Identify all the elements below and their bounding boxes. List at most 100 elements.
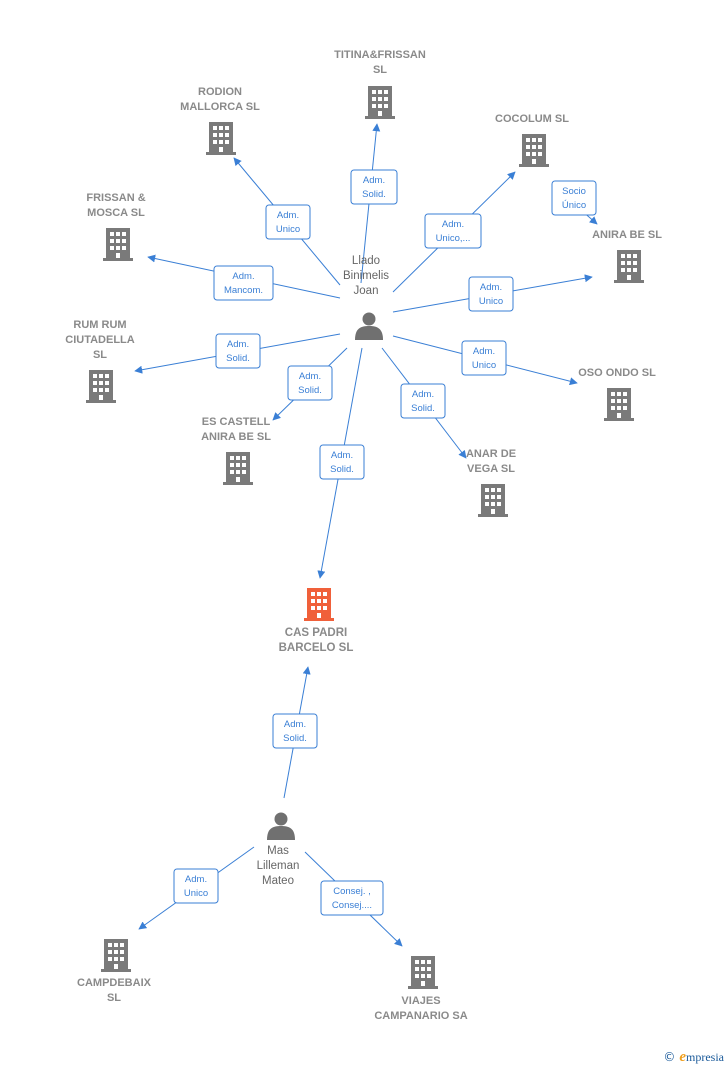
relation-label-box (319, 444, 365, 480)
relation-label-box (213, 265, 274, 301)
company-name-line: SL (93, 349, 107, 361)
company-node-cocolum[interactable]: COCOLUM SL (495, 113, 569, 167)
relation-label-text: Adm. (227, 339, 249, 350)
company-name-line: CAMPDEBAIX (77, 977, 152, 989)
relation-label-text: Solid. (362, 189, 386, 200)
company-node-titina[interactable]: TITINA&FRISSAN SL (334, 49, 426, 119)
company-name-line: RODION (198, 86, 242, 98)
company-node-frissan[interactable]: FRISSAN &MOSCA SL (86, 192, 146, 261)
relation-mas-viajes[interactable]: Consej. , Consej.... (304, 851, 403, 947)
relation-llado-titina[interactable]: Adm. Solid. (350, 123, 398, 284)
relation-label-text: Único (562, 200, 586, 211)
person-icon (267, 812, 295, 840)
building-icon (86, 370, 116, 403)
relation-label-box (350, 169, 398, 205)
company-name-line: VIAJES (401, 995, 440, 1007)
building-icon (408, 956, 438, 989)
relation-llado-anira[interactable]: Adm. Unico (392, 274, 593, 313)
company-node-anira[interactable]: ANIRA BE SL (592, 229, 662, 283)
company-name-line: TITINA&FRISSAN (334, 49, 426, 61)
relation-label-text: Unico (276, 224, 300, 235)
person-icon (355, 312, 383, 340)
person-name-line: Binimelis (343, 270, 389, 282)
relation-llado-rodion[interactable]: Adm. Unico (233, 157, 341, 286)
company-name-line: CIUTADELLA (65, 334, 135, 346)
building-icon (101, 939, 131, 972)
empresia-watermark[interactable]: ©empresia (663, 1049, 724, 1066)
relation-label-box (215, 333, 261, 369)
relation-llado-caspadri[interactable]: Adm. Solid. (317, 347, 365, 579)
relation-llado-oso[interactable]: Adm. Unico (392, 335, 578, 386)
building-icon (223, 452, 253, 485)
relation-label-text: Adm. (363, 175, 385, 186)
building-icon-highlighted (304, 588, 334, 621)
company-name-line: BARCELO SL (279, 642, 354, 654)
building-icon (103, 228, 133, 261)
relation-label-text: Socio (562, 186, 586, 197)
relation-label-text: Solid. (330, 464, 354, 475)
company-name-line: ANAR DE (466, 448, 516, 460)
relation-label-text: Adm. (480, 282, 502, 293)
relation-label-box (320, 880, 384, 916)
relation-label-text: Unico (479, 296, 503, 307)
company-name-line: COCOLUM SL (495, 113, 569, 125)
person-name-line: Lilleman (257, 860, 300, 872)
nodes-layer: LladoBinimelisJoanMasLillemanMateoTITINA… (65, 49, 662, 1022)
relation-label-box (468, 276, 514, 312)
relation-label-box (424, 213, 482, 249)
relation-llado-cocolum[interactable]: Adm. Unico,... (392, 171, 516, 293)
person-name-line: Mateo (262, 875, 294, 887)
relation-label-text: Adm. (232, 271, 254, 282)
relation-label-text: Consej. , (333, 886, 371, 897)
building-icon (206, 122, 236, 155)
company-name-line: SL (373, 64, 387, 76)
company-node-campdebaix[interactable]: CAMPDEBAIX SL (77, 939, 152, 1004)
relation-llado-anar[interactable]: Adm. Solid. (381, 347, 467, 459)
relation-label-text: Unico (472, 360, 496, 371)
relation-llado-rumrum[interactable]: Adm. Solid. (134, 333, 341, 374)
company-node-oso[interactable]: OSO ONDO SL (578, 367, 656, 421)
relation-label-text: Mancom. (224, 285, 263, 296)
company-name-line: MALLORCA SL (180, 101, 260, 113)
relation-label-box (272, 713, 318, 749)
relation-llado-escastell[interactable]: Adm.Solid. (272, 347, 348, 421)
building-icon (519, 134, 549, 167)
building-icon (614, 250, 644, 283)
relation-label-text: Adm. (277, 210, 299, 221)
relation-label-text: Adm. (412, 389, 434, 400)
relation-label-text: Consej.... (332, 900, 372, 911)
company-node-rodion[interactable]: RODION MALLORCA SL (180, 86, 260, 155)
relation-mas-campdebaix[interactable]: Adm.Unico (138, 846, 255, 930)
relation-mas-caspadri[interactable]: Adm.Solid. (272, 666, 318, 799)
copyright-symbol: © (663, 1050, 676, 1064)
company-name-line: SL (107, 992, 121, 1004)
relation-label-text: Solid. (283, 733, 307, 744)
company-name-line: ANIRA BE SL (592, 229, 662, 241)
relation-label-text: Adm. (473, 346, 495, 357)
relation-label-text: Solid. (226, 353, 250, 364)
relation-label-text: Solid. (298, 385, 322, 396)
relation-label-text: Adm. (442, 219, 464, 230)
relation-label-text: Unico (184, 888, 208, 899)
relation-label-text: Adm. (331, 450, 353, 461)
relation-label-text: Unico,... (436, 233, 471, 244)
relation-label-box (173, 868, 219, 904)
company-name-line: ES CASTELL (202, 416, 271, 428)
relation-llado-frissan[interactable]: Adm. Mancom. (147, 254, 341, 301)
relation-label-box (400, 383, 446, 419)
person-name-line: Llado (352, 255, 380, 267)
relation-label-text: Solid. (411, 403, 435, 414)
relation-label-box (287, 365, 333, 401)
relation-label-box (551, 180, 597, 216)
company-name-line: FRISSAN & (86, 192, 145, 204)
